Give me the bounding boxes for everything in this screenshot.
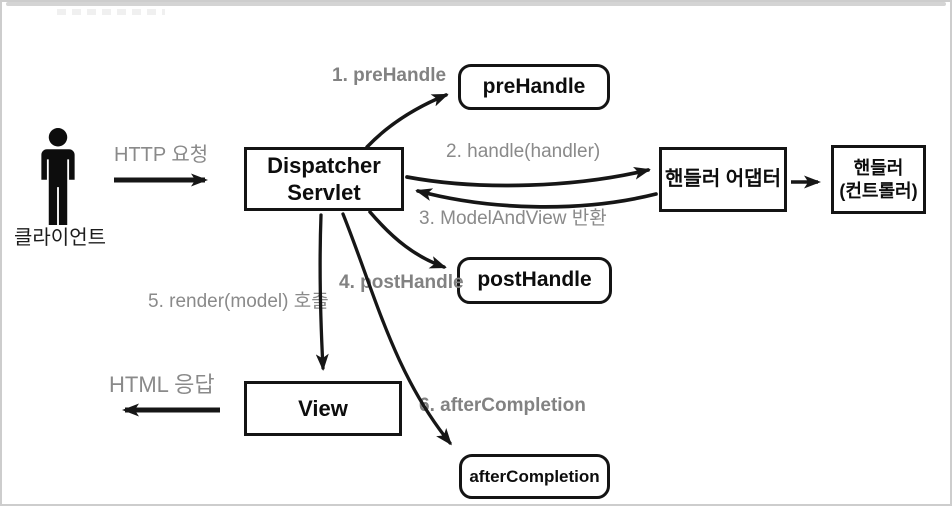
step4-label: 4. postHandle bbox=[339, 272, 464, 293]
step5-label: 5. render(model) 호출 bbox=[148, 291, 329, 312]
aftercompletion-box: afterCompletion bbox=[459, 454, 610, 499]
step2-label: 2. handle(handler) bbox=[446, 141, 601, 162]
step3-label: 3. ModelAndView 반환 bbox=[419, 208, 607, 229]
dispatcher-servlet-label-line1: Dispatcher bbox=[267, 152, 381, 178]
prehandle-label: preHandle bbox=[482, 74, 586, 98]
posthandle-label: postHandle bbox=[477, 268, 592, 292]
arrow-step1-prehandle bbox=[365, 93, 449, 149]
client-label: 클라이언트 bbox=[14, 227, 106, 249]
handler-adapter-label: 핸들러 어댑터 bbox=[665, 168, 781, 190]
html-response-label: HTML 응답 bbox=[109, 372, 215, 397]
handler-label-line1: 핸들러 bbox=[853, 158, 904, 178]
handler-controller-box: 핸들러 (컨트롤러) bbox=[831, 145, 926, 214]
view-label: View bbox=[298, 395, 348, 421]
step1-label: 1. preHandle bbox=[332, 65, 447, 86]
prehandle-box: preHandle bbox=[458, 64, 610, 110]
cropped-text-artifact bbox=[57, 9, 165, 15]
arrow-step2-handle bbox=[405, 166, 651, 188]
dispatcher-servlet-box: Dispatcher Servlet bbox=[244, 147, 404, 211]
http-request-label: HTTP 요청 bbox=[114, 144, 209, 166]
dispatcher-servlet-label-line2: Servlet bbox=[287, 180, 361, 205]
step6-label: 6. afterCompletion bbox=[419, 395, 586, 416]
handler-label-line2: (컨트롤러) bbox=[839, 180, 918, 201]
posthandle-box: postHandle bbox=[457, 257, 612, 304]
handler-adapter-box: 핸들러 어댑터 bbox=[659, 147, 787, 212]
view-box: View bbox=[244, 381, 402, 436]
client-person-icon bbox=[41, 128, 75, 225]
aftercompletion-label: afterCompletion bbox=[469, 466, 600, 486]
